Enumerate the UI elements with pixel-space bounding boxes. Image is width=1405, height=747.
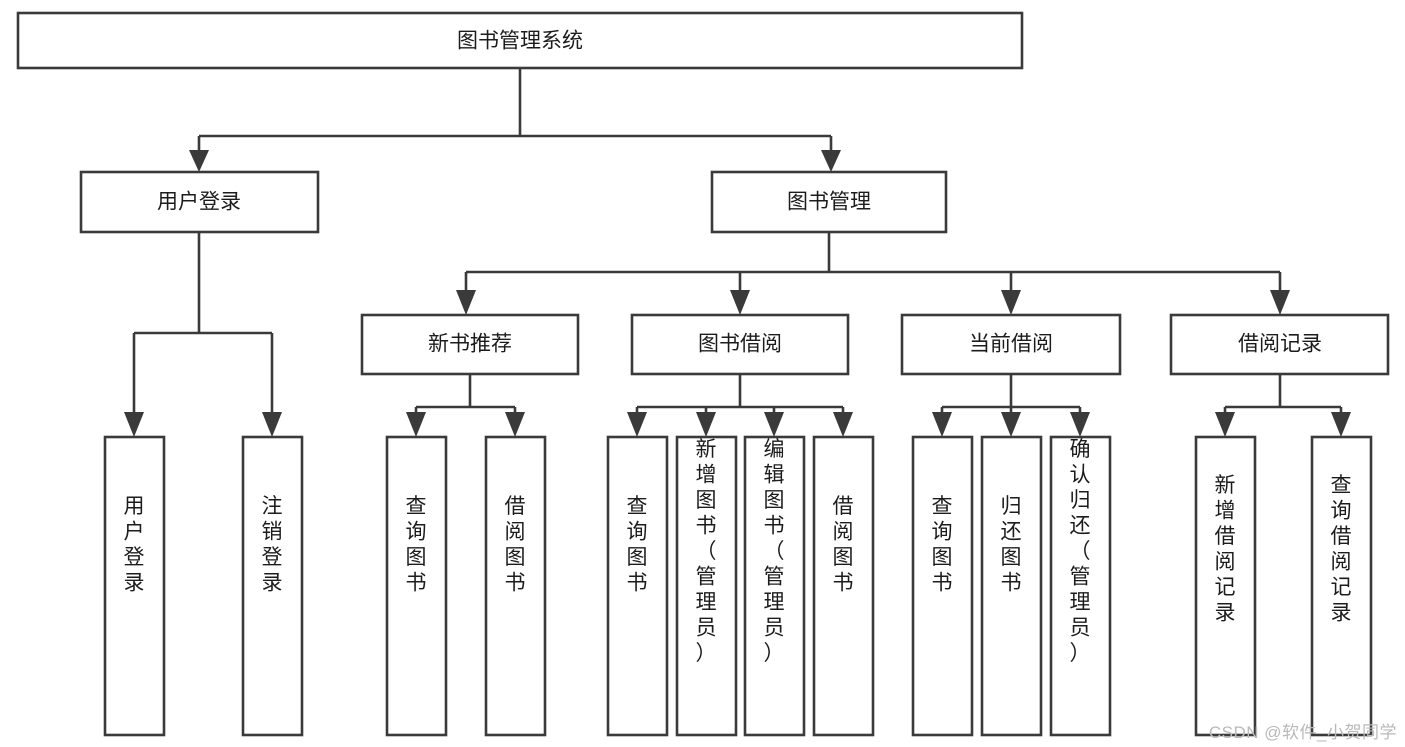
leaf-edit-book-label: 编辑图书（管理员） <box>764 438 785 665</box>
leaf-confirm-return[interactable]: 确认归还（管理员） <box>1049 435 1112 737</box>
node-book-borrow[interactable]: 图书借阅 <box>630 313 850 376</box>
arrowhead-leaf-query-record <box>1331 412 1351 437</box>
arrowhead-book-manage <box>821 150 841 172</box>
leaf-add-borrow-record-box[interactable] <box>1194 435 1257 737</box>
node-book-borrow-label: 图书借阅 <box>698 333 782 356</box>
node-user-login-box[interactable] <box>79 170 320 234</box>
node-new-book-recommend-label: 新书推荐 <box>428 333 512 356</box>
arrowhead-leaf-query-book-3 <box>932 412 952 437</box>
leaf-query-book-recommend-label: 查询图书 <box>406 495 427 595</box>
leaf-query-borrow-record[interactable]: 查询借阅记录 <box>1310 435 1373 737</box>
leaf-return-book-box[interactable] <box>980 435 1043 737</box>
leaf-query-borrow-record-label: 查询借阅记录 <box>1331 474 1352 625</box>
arrowhead-leaf-query-book-1 <box>406 412 426 437</box>
leaf-confirm-return-box[interactable] <box>1049 435 1112 737</box>
node-root-system[interactable]: 图书管理系统 <box>16 11 1024 70</box>
node-borrow-record-box[interactable] <box>1169 313 1390 376</box>
leaf-edit-book[interactable]: 编辑图书（管理员） <box>743 435 806 737</box>
node-root-system-label: 图书管理系统 <box>457 30 583 53</box>
leaf-add-borrow-record[interactable]: 新增借阅记录 <box>1194 435 1257 737</box>
leaf-return-book[interactable]: 归还图书 <box>980 435 1043 737</box>
leaf-logout-box[interactable] <box>241 435 304 737</box>
node-book-manage-label: 图书管理 <box>787 191 871 214</box>
arrowhead-leaf-return-book <box>1001 412 1021 437</box>
node-book-manage-box[interactable] <box>710 170 948 234</box>
arrowhead-new-book-recommend <box>456 290 476 315</box>
node-borrow-record[interactable]: 借阅记录 <box>1169 313 1390 376</box>
leaf-query-book-borrow-box[interactable] <box>606 435 669 737</box>
node-new-book-recommend[interactable]: 新书推荐 <box>360 313 580 376</box>
arrowhead-leaf-logout <box>262 412 282 437</box>
arrowhead-leaf-edit-book <box>764 412 784 437</box>
leaf-query-book-recommend[interactable]: 查询图书 <box>385 435 448 737</box>
leaf-query-book-current[interactable]: 查询图书 <box>911 435 974 737</box>
node-current-borrow-label: 当前借阅 <box>969 333 1053 356</box>
leaf-user-login[interactable]: 用户登录 <box>103 435 166 737</box>
leaf-add-book-label: 新增图书（管理员） <box>696 438 717 665</box>
leaf-query-borrow-record-box[interactable] <box>1310 435 1373 737</box>
node-borrow-record-label: 借阅记录 <box>1238 333 1322 356</box>
leaf-confirm-return-label: 确认归还（管理员） <box>1070 438 1091 665</box>
leaf-borrow-book-borrow-label: 借阅图书 <box>833 495 854 595</box>
leaf-query-book-current-label: 查询图书 <box>932 495 953 595</box>
node-root-system-box[interactable] <box>16 11 1024 70</box>
arrowhead-leaf-add-record <box>1215 412 1235 437</box>
node-new-book-recommend-box[interactable] <box>360 313 580 376</box>
leaf-add-borrow-record-label: 新增借阅记录 <box>1215 474 1236 625</box>
arrowhead-leaf-add-book <box>696 412 716 437</box>
leaf-logout-label: 注销登录 <box>262 495 283 595</box>
arrowhead-current-borrow <box>1001 290 1021 315</box>
node-book-manage[interactable]: 图书管理 <box>710 170 948 234</box>
node-user-login[interactable]: 用户登录 <box>79 170 320 234</box>
leaf-query-book-current-box[interactable] <box>911 435 974 737</box>
node-current-borrow[interactable]: 当前借阅 <box>900 313 1122 376</box>
connector-group <box>124 68 1351 437</box>
leaf-edit-book-box[interactable] <box>743 435 806 737</box>
leaf-borrow-book-borrow-box[interactable] <box>812 435 875 737</box>
arrowhead-borrow-record <box>1270 290 1290 315</box>
arrowhead-leaf-confirm-return <box>1070 412 1090 437</box>
arrowhead-leaf-query-book-2 <box>627 412 647 437</box>
leaf-return-book-label: 归还图书 <box>1001 495 1022 595</box>
arrowhead-leaf-borrow-book-1 <box>505 412 525 437</box>
leaf-borrow-book-recommend[interactable]: 借阅图书 <box>484 435 547 737</box>
leaf-borrow-book-recommend-box[interactable] <box>484 435 547 737</box>
leaf-add-book[interactable]: 新增图书（管理员） <box>675 435 738 737</box>
node-current-borrow-box[interactable] <box>900 313 1122 376</box>
node-user-login-label: 用户登录 <box>157 191 241 214</box>
node-book-borrow-box[interactable] <box>630 313 850 376</box>
arrowhead-leaf-user-login <box>124 412 144 437</box>
arrowhead-book-borrow <box>730 290 750 315</box>
leaf-user-login-box[interactable] <box>103 435 166 737</box>
leaf-query-book-borrow-label: 查询图书 <box>627 495 648 595</box>
leaf-borrow-book-borrow[interactable]: 借阅图书 <box>812 435 875 737</box>
arrowhead-leaf-borrow-book-2 <box>833 412 853 437</box>
leaf-logout[interactable]: 注销登录 <box>241 435 304 737</box>
csdn-watermark: CSDN @软件_小贺同学 <box>1208 723 1397 742</box>
arrowhead-user-login <box>189 150 209 172</box>
leaf-user-login-label: 用户登录 <box>124 495 145 595</box>
leaf-add-book-box[interactable] <box>675 435 738 737</box>
leaf-borrow-book-recommend-label: 借阅图书 <box>505 495 526 595</box>
leaf-query-book-recommend-box[interactable] <box>385 435 448 737</box>
leaf-query-book-borrow[interactable]: 查询图书 <box>606 435 669 737</box>
